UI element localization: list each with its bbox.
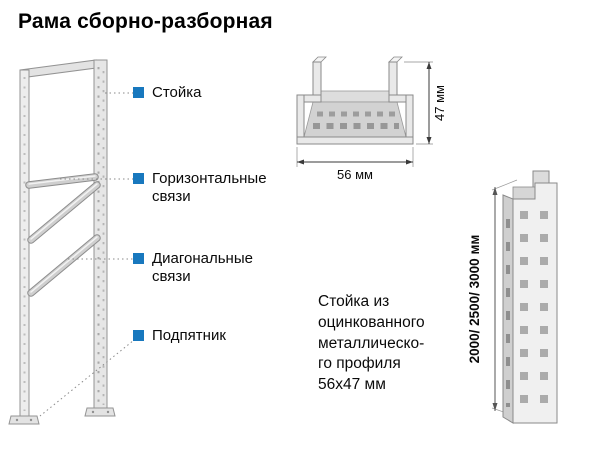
callout-label-foot-plate: Подпятник [152, 327, 226, 344]
ear-top-face [312, 56, 327, 63]
blue-square-bullet-icon [133, 253, 144, 264]
width-dimension-label: 56 мм [337, 167, 373, 182]
callout-label-upright: Стойка [152, 84, 202, 101]
left-ear [312, 61, 322, 101]
leader-lines [39, 92, 140, 417]
leader-foot-plate [39, 335, 140, 417]
profile-walls [296, 61, 414, 145]
profile-cross-section: 56 мм 47 мм [283, 55, 458, 195]
callout-upright: Стойка [133, 84, 253, 102]
profile-description: Стойка из оцинкованного металлическо- го… [318, 293, 425, 394]
blue-square-bullet-icon [133, 173, 144, 184]
height-dimension-label: 47 мм [432, 85, 447, 121]
upright-heights-label: 2000/ 2500/ 3000 мм [467, 235, 482, 364]
upright-front-face [512, 182, 558, 424]
callout-horizontal-braces: Горизонтальные связи [133, 170, 267, 207]
callout-foot-plate: Подпятник [133, 327, 253, 345]
callout-diagonal-braces: Диагональные связи [133, 250, 259, 287]
callout-label-diagonal-braces: Диагональные связи [152, 250, 253, 286]
top-notch-back [512, 186, 536, 200]
width-dimension: 56 мм [296, 147, 414, 182]
foot-plate-right [84, 407, 116, 417]
diagonal-brace-1 [27, 181, 101, 244]
diagonal-brace-2 [27, 234, 101, 297]
upright-height-dimension: 2000/ 2500/ 3000 мм [467, 179, 518, 417]
frame-drawing [8, 59, 140, 425]
blue-square-bullet-icon [133, 330, 144, 341]
frame-top-beam [19, 59, 97, 79]
upright-illustration: 2000/ 2500/ 3000 мм [465, 155, 595, 445]
right-ear [388, 61, 398, 101]
back-shoulder-edge [320, 90, 390, 103]
foot-plate-left [8, 415, 40, 425]
frame-illustration [8, 53, 140, 449]
bottom-wall [296, 136, 414, 145]
cross-section-drawing: 56 мм 47 мм [296, 56, 447, 182]
callout-label-horizontal-braces: Горизонтальные связи [152, 170, 267, 206]
blue-square-bullet-icon [133, 87, 144, 98]
horizontal-brace [25, 173, 99, 189]
interior-floor [303, 101, 407, 138]
page-title: Рама сборно-разборная [18, 10, 273, 33]
ear-top-face [388, 56, 403, 63]
upright-drawing: 2000/ 2500/ 3000 мм [467, 170, 558, 424]
frame-left-post [19, 69, 30, 418]
height-dimension: 47 мм [404, 61, 447, 145]
